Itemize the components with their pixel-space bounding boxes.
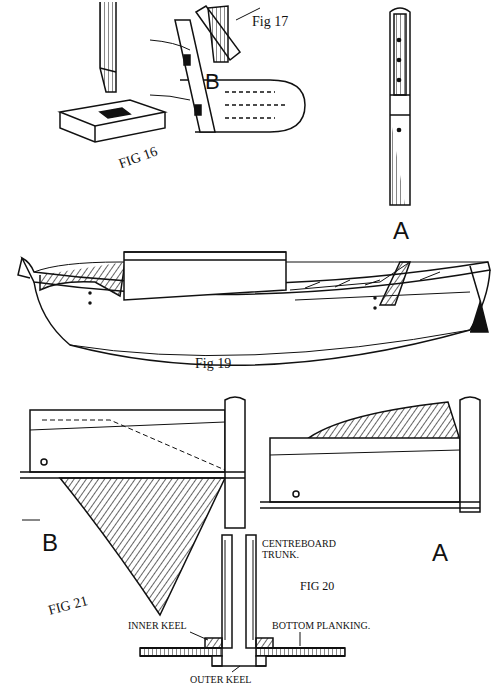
view-letter: A	[432, 540, 448, 566]
part-name: INNER KEEL	[128, 620, 187, 631]
figure-label: FIG 21	[47, 593, 90, 618]
view-letter: A	[393, 218, 409, 244]
rudder-post	[390, 8, 410, 205]
boat	[18, 252, 490, 365]
view-letter: B	[42, 530, 58, 556]
figure-label: FIG 20	[300, 580, 334, 593]
part-name: BOTTOM PLANKING.	[272, 620, 370, 631]
part-name: CENTREBOARD TRUNK.	[262, 538, 352, 560]
chisel	[100, 2, 116, 92]
figure-label: Fig 19	[195, 356, 231, 371]
mortised-block	[60, 100, 165, 142]
section	[140, 535, 345, 672]
centreboard-raised	[20, 397, 245, 615]
figure-label: FIG 16	[117, 144, 160, 172]
part-name: OUTER KEEL	[190, 674, 251, 685]
centreboard-lowered	[260, 397, 480, 512]
rudder	[150, 6, 305, 132]
figure-label: Fig 17	[252, 14, 288, 29]
view-letter: B	[205, 70, 220, 94]
